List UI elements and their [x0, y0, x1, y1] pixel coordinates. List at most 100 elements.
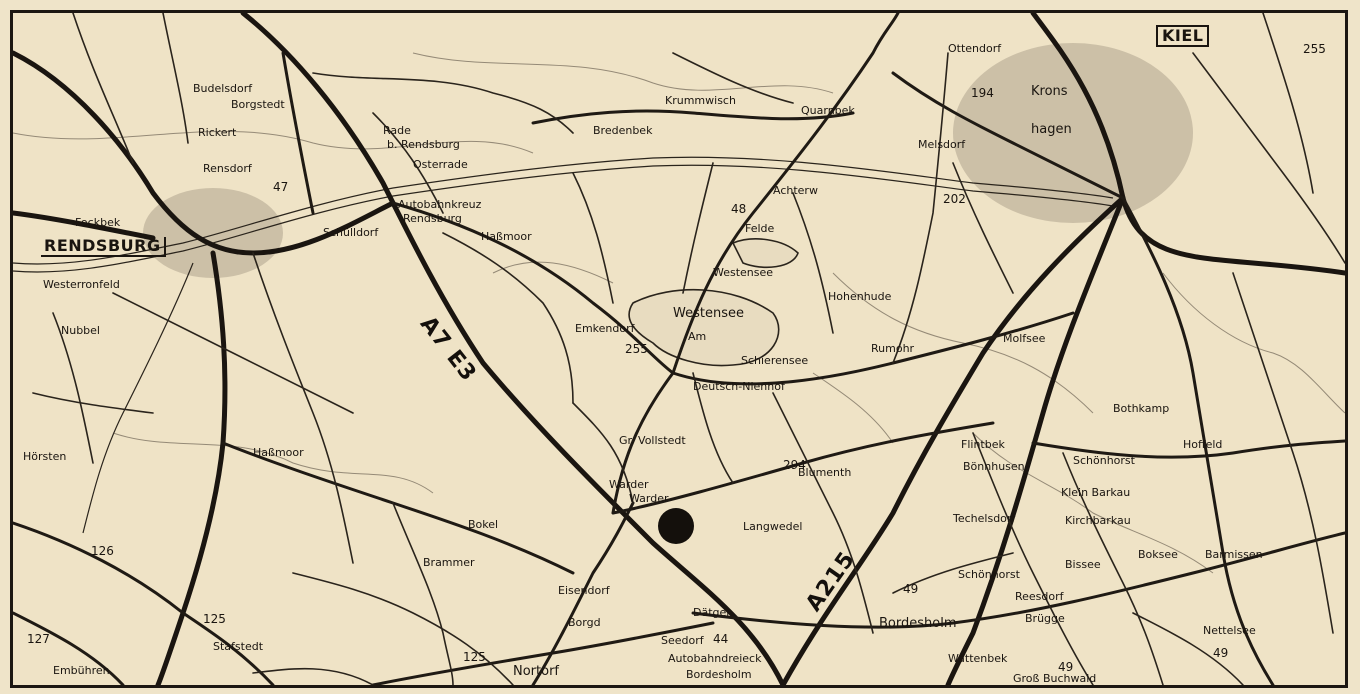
town-label: Bissee: [1065, 558, 1101, 571]
faint-line: [972, 432, 1214, 574]
road-north-2: [531, 109, 855, 125]
minor-road: [772, 392, 874, 634]
road-b4: [945, 195, 1126, 685]
minor-road: [572, 402, 634, 504]
town-label: Bokel: [468, 518, 499, 531]
minor-road: [692, 372, 734, 484]
town-label: Bredenbek: [593, 124, 653, 137]
eider-river: [82, 262, 194, 534]
town-label: Rade: [383, 124, 411, 137]
town-label: Schönhorst: [958, 568, 1020, 581]
town-label: Warder: [629, 492, 669, 505]
town-label: Wattenbek: [948, 652, 1008, 665]
road-126: [221, 441, 575, 575]
town-label: Emkendorf: [575, 322, 635, 335]
town-label: Haßmoor: [253, 446, 304, 459]
road-number-label: 49: [1213, 646, 1229, 660]
map-frame: KIEL RENDSBURG A7 E3 A215 Westensee Am B…: [10, 10, 1348, 688]
rendsburg-urban-area: [143, 188, 283, 278]
minor-road: [292, 572, 514, 685]
road-number-label: 125: [463, 650, 486, 664]
road-southwest: [13, 521, 275, 685]
road-number-label: 255: [625, 342, 648, 356]
a215-motorway: [780, 195, 1126, 685]
road-south-nortorf: [371, 621, 715, 685]
town-label: Molfsee: [1003, 332, 1046, 345]
road-number-label: 127: [27, 632, 50, 646]
town-label: Boksee: [1138, 548, 1178, 561]
faint-line: [832, 272, 1094, 414]
minor-road: [252, 252, 354, 564]
minor-road: [892, 52, 949, 364]
minor-road: [682, 162, 714, 294]
town-label: Felde: [745, 222, 775, 235]
town-label: Budelsdorf: [193, 82, 253, 95]
road-number-label: 255: [1303, 42, 1326, 56]
town-label: Westerronfeld: [43, 278, 120, 291]
town-label: Ottendorf: [948, 42, 1002, 55]
minor-road: [672, 52, 794, 104]
minor-road: [442, 232, 574, 404]
town-label: Brügge: [1025, 612, 1065, 625]
city-label-rendsburg: RENDSBURG: [41, 237, 166, 257]
town-label: Hörsten: [23, 450, 67, 463]
faint-line: [13, 130, 534, 154]
town-label: Hoffeld: [1183, 438, 1223, 451]
town-label: Melsdorf: [918, 138, 966, 151]
faint-line: [492, 261, 614, 284]
minor-road: [1262, 13, 1314, 194]
road-number-label: 125: [203, 612, 226, 626]
minor-road: [972, 432, 1094, 685]
minor-road: [52, 312, 94, 464]
town-label: Autobahnkreuz: [398, 198, 482, 211]
town-label: b. Rendsburg: [387, 138, 460, 151]
road-number-label: 47: [273, 180, 289, 194]
town-label: Borgd: [568, 616, 601, 629]
minor-road: [952, 162, 1014, 294]
road-number-label: 49: [1058, 660, 1074, 674]
road-b77: [155, 250, 228, 685]
minor-road: [112, 292, 354, 414]
town-label: hagen: [1031, 122, 1072, 137]
minor-road: [892, 552, 1014, 594]
town-label: Schönhorst: [1073, 454, 1135, 467]
town-label: Bothkamp: [1113, 402, 1170, 415]
faint-line: [812, 372, 894, 444]
road-nortorf-north: [611, 371, 675, 515]
town-label: Deutsch-Nienhof: [693, 380, 785, 393]
town-label: Gr. Vollstedt: [619, 434, 686, 447]
road-number-label: 49: [903, 582, 919, 596]
town-label: Nettelsee: [1203, 624, 1256, 637]
town-label: Warder: [609, 478, 649, 491]
town-label: Techelsdorf: [953, 512, 1016, 525]
road-bordesholm: [691, 531, 1345, 629]
town-label: Klein Barkau: [1061, 486, 1131, 499]
town-label: Embühren: [53, 664, 110, 677]
town-label: Am: [688, 330, 707, 343]
a7-motorway: [240, 13, 786, 685]
minor-road: [1132, 612, 1244, 685]
town-label: Krummwisch: [665, 94, 736, 107]
town-label: Langwedel: [743, 520, 803, 533]
road-kronshagen: [891, 71, 1125, 200]
town-label: Westensee: [673, 306, 744, 321]
road-255: [391, 201, 1075, 386]
town-label: Rendsburg: [403, 212, 462, 225]
minor-road: [1192, 52, 1345, 264]
kiel-canal: [13, 156, 1114, 265]
road-kiel-south: [1121, 196, 1275, 685]
town-label: Stafstedt: [213, 640, 264, 653]
road-number-label: 194: [971, 86, 994, 100]
minor-road: [372, 112, 444, 214]
town-label: Rumohr: [871, 342, 915, 355]
town-label: Haßmoor: [481, 230, 532, 243]
minor-road: [32, 392, 154, 414]
road-294: [611, 421, 995, 515]
road-nortorf-center: [531, 501, 635, 685]
town-label: Barmissen: [1205, 548, 1263, 561]
road-number-label: 48: [731, 202, 747, 216]
town-label: Autobahndreieck: [668, 652, 762, 665]
faint-line: [1162, 272, 1345, 414]
town-label: Fockbek: [75, 216, 121, 229]
kiel-canal-bank: [13, 164, 1114, 273]
